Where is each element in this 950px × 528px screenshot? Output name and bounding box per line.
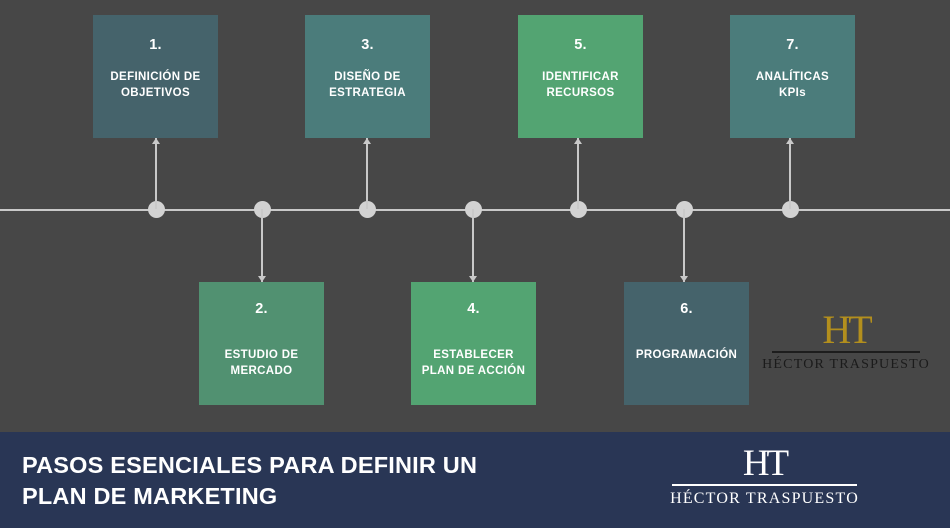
step-number-7: 7. xyxy=(786,37,799,53)
step-label-7: ANALÍTICAS KPIs xyxy=(755,70,830,100)
step-number-2: 2. xyxy=(255,301,268,317)
step-label-2: ESTUDIO DE MERCADO xyxy=(224,348,299,378)
timeline-dot-5 xyxy=(570,201,587,218)
timeline-dot-1 xyxy=(148,201,165,218)
connector-line-step-1 xyxy=(155,138,157,209)
connector-arrowhead-step-3 xyxy=(363,138,371,144)
step-box-3[interactable]: 3. DISEÑO DE ESTRATEGIA xyxy=(305,15,430,138)
brand-rule-divider xyxy=(772,351,920,354)
step-box-7[interactable]: 7. ANALÍTICAS KPIs xyxy=(730,15,855,138)
connector-arrowhead-step-6 xyxy=(680,276,688,282)
connector-line-step-6 xyxy=(683,209,685,282)
connector-arrowhead-step-7 xyxy=(786,138,794,144)
brand-logo-footer: HT HÉCTOR TRASPUESTO xyxy=(670,443,859,508)
step-label-3: DISEÑO DE ESTRATEGIA xyxy=(329,70,406,100)
connector-line-step-7 xyxy=(789,138,791,209)
step-number-1: 1. xyxy=(149,37,162,53)
footer-brand-rule-divider xyxy=(672,484,857,486)
connector-arrowhead-step-2 xyxy=(258,276,266,282)
brand-logo-body: HT HÉCTOR TRASPUESTO xyxy=(762,307,929,373)
step-label-6: PROGRAMACIÓN xyxy=(635,348,738,361)
timeline-dot-3 xyxy=(359,201,376,218)
step-number-4: 4. xyxy=(467,301,480,317)
step-number-3: 3. xyxy=(361,37,374,53)
brand-wordmark: HÉCTOR TRASPUESTO xyxy=(762,357,930,373)
step-box-2[interactable]: 2. ESTUDIO DE MERCADO xyxy=(199,282,324,405)
step-label-5: IDENTIFICAR RECURSOS xyxy=(542,70,619,100)
connector-line-step-3 xyxy=(366,138,368,209)
step-box-1[interactable]: 1. DEFINICIÓN DE OBJETIVOS xyxy=(93,15,218,138)
footer-brand-monogram-icon: HT xyxy=(742,443,789,484)
step-box-5[interactable]: 5. IDENTIFICAR RECURSOS xyxy=(518,15,643,138)
step-label-4: ESTABLECER PLAN DE ACCIÓN xyxy=(421,348,526,378)
connector-line-step-4 xyxy=(472,209,474,282)
step-label-1: DEFINICIÓN DE OBJETIVOS xyxy=(110,70,201,100)
connector-arrowhead-step-5 xyxy=(574,138,582,144)
connector-arrowhead-step-4 xyxy=(469,276,477,282)
connector-arrowhead-step-1 xyxy=(152,138,160,144)
connector-line-step-2 xyxy=(261,209,263,282)
timeline-dot-7 xyxy=(782,201,799,218)
step-number-6: 6. xyxy=(680,301,693,317)
step-box-4[interactable]: 4. ESTABLECER PLAN DE ACCIÓN xyxy=(411,282,536,405)
footer-brand-wordmark: HÉCTOR TRASPUESTO xyxy=(670,489,859,507)
step-box-6[interactable]: 6. PROGRAMACIÓN xyxy=(624,282,749,405)
footer-bar xyxy=(0,432,950,528)
footer-title: PASOS ESENCIALES PARA DEFINIR UN PLAN DE… xyxy=(22,452,478,510)
step-number-5: 5. xyxy=(574,37,587,53)
brand-monogram-icon: HT xyxy=(822,307,872,352)
connector-line-step-5 xyxy=(577,138,579,209)
